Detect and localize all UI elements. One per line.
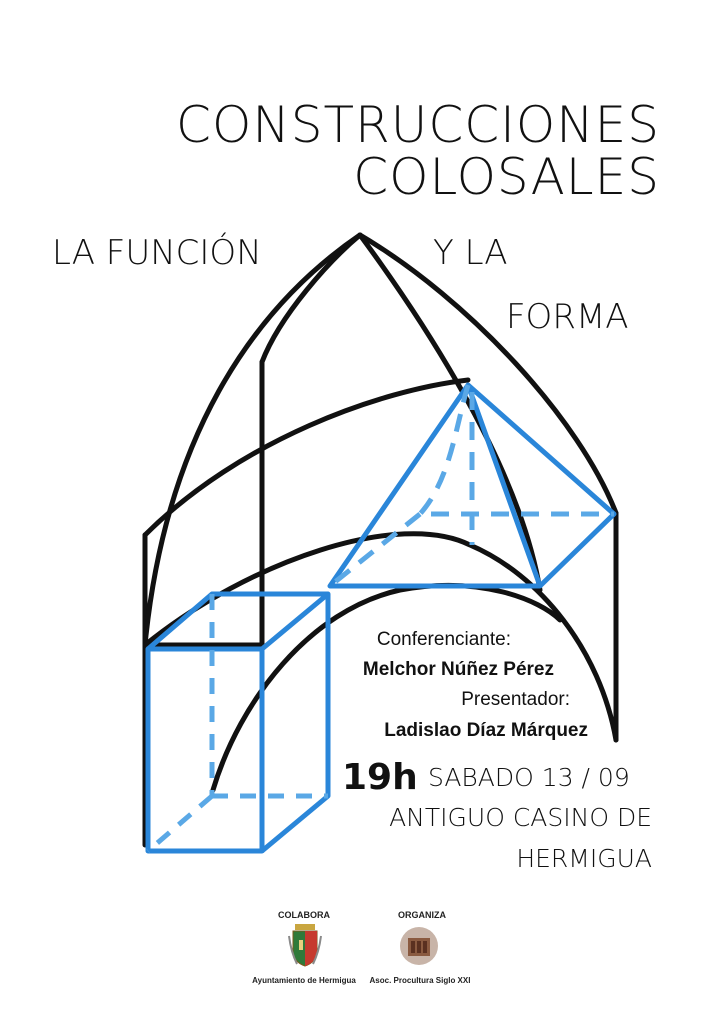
presenter-role: Presentador:	[461, 689, 570, 710]
cube-front-face	[145, 646, 265, 854]
subtitle-part-2: Y LA	[433, 233, 508, 273]
black-vault-lines	[142, 232, 619, 848]
cube-hidden-diagonal	[146, 794, 214, 853]
cube-hidden-edges	[146, 594, 328, 853]
inner-arch	[210, 582, 563, 793]
subtitle-part-1: LA FUNCIÓN	[52, 233, 262, 273]
apex-right-arc	[357, 232, 619, 516]
subtitle-part-3: FORMA	[506, 297, 629, 337]
pyramid-hidden-edge-1	[414, 384, 614, 517]
venue-line-1: ANTIGUO CASINO DE	[389, 803, 652, 832]
colabora-label: COLABORA	[278, 910, 330, 920]
pyramid-hidden-edges	[328, 384, 614, 588]
apex-left-arc	[259, 232, 363, 365]
title-line-1: CONSTRUCCIONES	[176, 96, 660, 154]
cross-vault-arc	[142, 377, 471, 538]
pyramid-front-face	[327, 382, 543, 589]
event-date: SABADO 13 / 09	[428, 763, 630, 792]
coat-of-arms-icon	[288, 924, 322, 967]
transverse-arch	[142, 531, 619, 743]
speaker-name: Melchor Núñez Pérez	[362, 659, 554, 680]
organiza-name: Asoc. Procultura Siglo XXI	[369, 976, 471, 985]
organiza-label: ORGANIZA	[398, 910, 446, 920]
apex-outer-left-arc	[142, 232, 363, 648]
event-time: 19h	[342, 757, 418, 798]
association-logo-icon	[400, 927, 438, 965]
venue-line-2: HERMIGUA	[516, 844, 652, 873]
title-line-2: COLOSALES	[353, 148, 660, 206]
presenter-name: Ladislao Díaz Márquez	[384, 720, 588, 741]
apex-inner-right-arc	[357, 232, 543, 593]
speaker-role: Conferenciante:	[376, 629, 511, 650]
pyramid-hidden-edge-2	[328, 512, 422, 588]
colabora-name: Ayuntamiento de Hermigua	[252, 976, 356, 985]
cube-top-face	[146, 591, 331, 651]
